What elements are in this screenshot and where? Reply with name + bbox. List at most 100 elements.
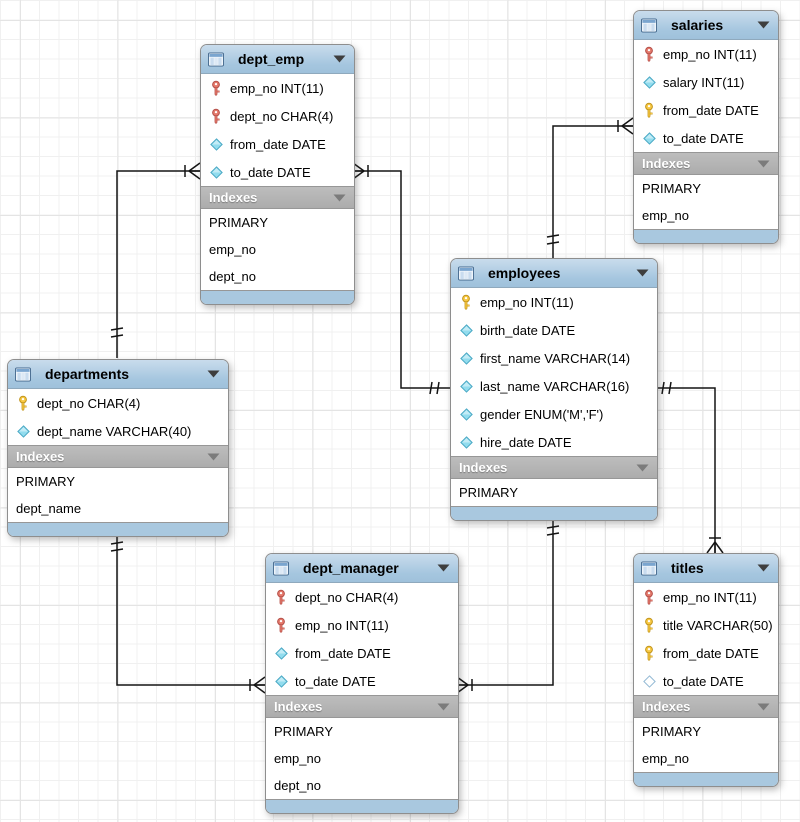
table-name: titles — [671, 560, 704, 576]
foreign-key-icon — [208, 108, 224, 125]
table-footer — [451, 506, 657, 520]
index-row[interactable]: dept_no — [201, 263, 354, 290]
column-row[interactable]: emp_no INT(11) — [266, 611, 458, 639]
indexes-collapse-arrow-icon[interactable] — [757, 703, 770, 711]
index-row[interactable]: emp_no — [201, 236, 354, 263]
column-row[interactable]: emp_no INT(11) — [634, 583, 778, 611]
index-row[interactable]: emp_no — [634, 745, 778, 772]
column-row[interactable]: emp_no INT(11) — [634, 40, 778, 68]
column-text: gender ENUM('M','F') — [480, 406, 604, 422]
table-footer — [201, 290, 354, 304]
table-icon — [15, 366, 31, 382]
column-row[interactable]: from_date DATE — [634, 639, 778, 667]
index-row[interactable]: PRIMARY — [634, 718, 778, 745]
column-row[interactable]: from_date DATE — [266, 639, 458, 667]
table-dept_emp[interactable]: dept_emp emp_no INT(11) dept_no CHAR(4) … — [200, 44, 355, 305]
index-row[interactable]: emp_no — [266, 745, 458, 772]
table-header[interactable]: employees — [451, 259, 657, 288]
index-row[interactable]: PRIMARY — [634, 175, 778, 202]
index-row[interactable]: emp_no — [634, 202, 778, 229]
indexes-label: Indexes — [642, 156, 691, 171]
table-header[interactable]: dept_emp — [201, 45, 354, 74]
indexes-collapse-arrow-icon[interactable] — [207, 453, 220, 461]
column-text: to_date DATE — [230, 164, 311, 180]
column-row[interactable]: dept_no CHAR(4) — [266, 583, 458, 611]
relationship-titles-employees[interactable] — [656, 382, 723, 553]
column-row[interactable]: salary INT(11) — [634, 68, 778, 96]
table-header[interactable]: titles — [634, 554, 778, 583]
primary-key-icon — [641, 102, 657, 119]
indexes-collapse-arrow-icon[interactable] — [757, 160, 770, 168]
collapse-arrow-icon[interactable] — [636, 269, 649, 277]
column-row[interactable]: to_date DATE — [201, 158, 354, 186]
collapse-arrow-icon[interactable] — [757, 564, 770, 572]
column-notnull-icon — [15, 424, 31, 438]
table-employees[interactable]: employees emp_no INT(11) birth_date DATE… — [450, 258, 658, 521]
primary-key-icon — [15, 395, 31, 412]
relationship-dept_manager-employees[interactable] — [457, 516, 559, 693]
index-row[interactable]: PRIMARY — [8, 468, 228, 495]
column-row[interactable]: first_name VARCHAR(14) — [451, 344, 657, 372]
column-notnull-icon — [458, 379, 474, 393]
column-row[interactable]: birth_date DATE — [451, 316, 657, 344]
table-header[interactable]: departments — [8, 360, 228, 389]
indexes-header[interactable]: Indexes — [451, 456, 657, 479]
column-text: from_date DATE — [663, 102, 759, 118]
indexes-label: Indexes — [274, 699, 323, 714]
column-row[interactable]: last_name VARCHAR(16) — [451, 372, 657, 400]
indexes-header[interactable]: Indexes — [634, 695, 778, 718]
table-footer — [634, 229, 778, 243]
column-text: emp_no INT(11) — [295, 617, 389, 633]
table-icon — [208, 51, 224, 67]
index-row[interactable]: PRIMARY — [201, 209, 354, 236]
table-name: employees — [488, 265, 561, 281]
table-name: salaries — [671, 17, 724, 33]
primary-key-icon — [641, 617, 657, 634]
indexes-collapse-arrow-icon[interactable] — [437, 703, 450, 711]
column-row[interactable]: from_date DATE — [201, 130, 354, 158]
column-text: from_date DATE — [230, 136, 326, 152]
relationship-dept_emp-departments[interactable] — [111, 163, 200, 358]
column-row[interactable]: to_date DATE — [266, 667, 458, 695]
collapse-arrow-icon[interactable] — [333, 55, 346, 63]
collapse-arrow-icon[interactable] — [207, 370, 220, 378]
column-row[interactable]: emp_no INT(11) — [201, 74, 354, 102]
column-row[interactable]: hire_date DATE — [451, 428, 657, 456]
index-row[interactable]: PRIMARY — [266, 718, 458, 745]
indexes-header[interactable]: Indexes — [201, 186, 354, 209]
table-dept_manager[interactable]: dept_manager dept_no CHAR(4) emp_no INT(… — [265, 553, 459, 814]
indexes-collapse-arrow-icon[interactable] — [333, 194, 346, 202]
column-row[interactable]: dept_name VARCHAR(40) — [8, 417, 228, 445]
index-row[interactable]: dept_name — [8, 495, 228, 522]
relationship-salaries-employees[interactable] — [547, 118, 633, 258]
table-titles[interactable]: titles emp_no INT(11) title VARCHAR(50) … — [633, 553, 779, 787]
column-text: from_date DATE — [663, 645, 759, 661]
column-row[interactable]: from_date DATE — [634, 96, 778, 124]
relationship-dept_emp-employees[interactable] — [353, 163, 450, 394]
table-departments[interactable]: departments dept_no CHAR(4) dept_name VA… — [7, 359, 229, 537]
index-row[interactable]: PRIMARY — [451, 479, 657, 506]
table-header[interactable]: salaries — [634, 11, 778, 40]
collapse-arrow-icon[interactable] — [757, 21, 770, 29]
column-row[interactable]: to_date DATE — [634, 667, 778, 695]
relationship-dept_manager-departments[interactable] — [111, 532, 265, 693]
column-notnull-icon — [208, 137, 224, 151]
table-salaries[interactable]: salaries emp_no INT(11) salary INT(11) f… — [633, 10, 779, 244]
table-header[interactable]: dept_manager — [266, 554, 458, 583]
indexes-header[interactable]: Indexes — [266, 695, 458, 718]
column-row[interactable]: emp_no INT(11) — [451, 288, 657, 316]
index-row[interactable]: dept_no — [266, 772, 458, 799]
indexes-header[interactable]: Indexes — [8, 445, 228, 468]
column-row[interactable]: to_date DATE — [634, 124, 778, 152]
column-row[interactable]: dept_no CHAR(4) — [201, 102, 354, 130]
indexes-header[interactable]: Indexes — [634, 152, 778, 175]
collapse-arrow-icon[interactable] — [437, 564, 450, 572]
column-row[interactable]: dept_no CHAR(4) — [8, 389, 228, 417]
column-row[interactable]: gender ENUM('M','F') — [451, 400, 657, 428]
column-row[interactable]: title VARCHAR(50) — [634, 611, 778, 639]
indexes-collapse-arrow-icon[interactable] — [636, 464, 649, 472]
column-notnull-icon — [208, 165, 224, 179]
